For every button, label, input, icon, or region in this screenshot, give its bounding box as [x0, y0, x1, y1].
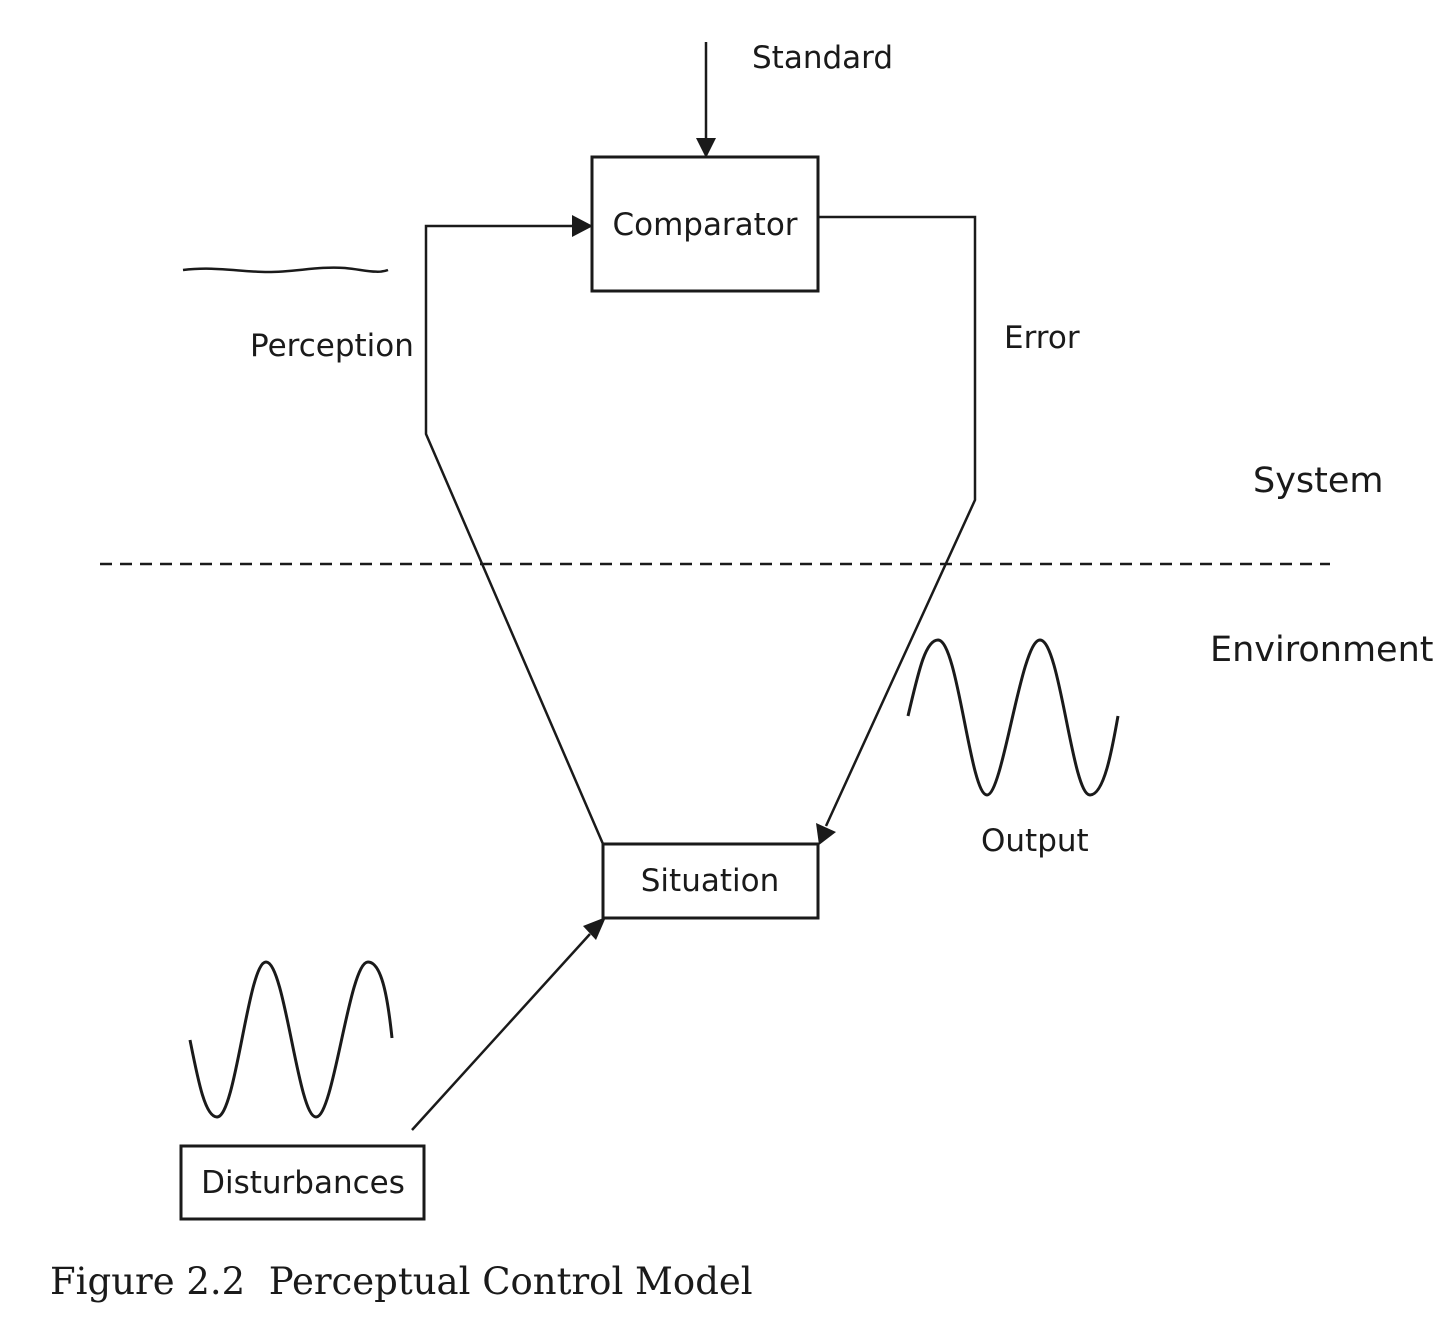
perception-label: Perception	[250, 328, 414, 364]
output-label: Output	[981, 823, 1089, 859]
situation-label: Situation	[641, 863, 779, 899]
standard-label: Standard	[752, 40, 893, 76]
output-signal-wave	[906, 638, 1120, 797]
environment-label: Environment	[1210, 630, 1433, 670]
perception-path	[424, 215, 605, 845]
disturbances-label: Disturbances	[201, 1165, 405, 1201]
perception-signal-wave	[182, 266, 389, 274]
disturbance-signal-wave	[188, 960, 394, 1119]
disturbances-node: Disturbances	[179, 1144, 426, 1221]
comparator-label: Comparator	[612, 207, 797, 243]
comparator-node: Comparator	[590, 155, 820, 293]
error-path	[816, 215, 977, 845]
error-label: Error	[1004, 320, 1080, 356]
standard-arrow	[696, 42, 716, 158]
system-label: System	[1253, 461, 1384, 501]
disturbance-arrow	[411, 917, 606, 1131]
situation-node: Situation	[601, 842, 820, 920]
figure-caption: Figure 2.2 Perceptual Control Model	[50, 1260, 753, 1303]
